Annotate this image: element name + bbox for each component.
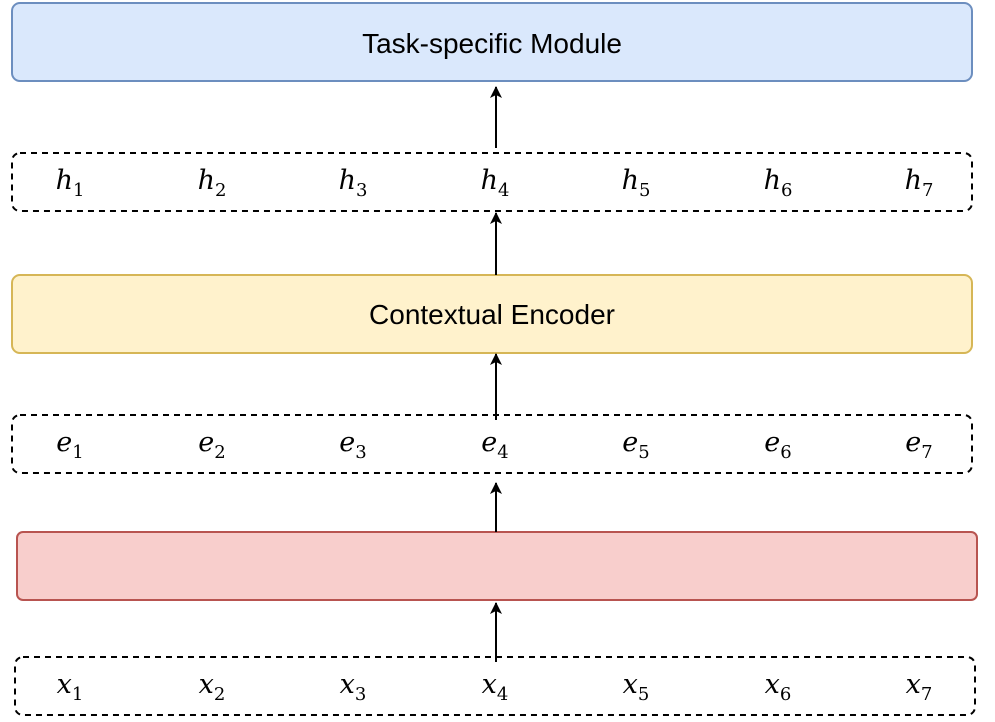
embedding-layer bbox=[16, 531, 978, 601]
hidden-token-1: h1 bbox=[56, 165, 85, 201]
input-token-subscript: 5 bbox=[638, 684, 649, 705]
hidden-token-variable: h bbox=[622, 165, 639, 196]
embedding-token-variable: e bbox=[622, 427, 638, 458]
input-token-subscript: 3 bbox=[355, 684, 366, 705]
embeddings-dashed-box bbox=[11, 414, 973, 474]
embedding-token-variable: e bbox=[56, 427, 72, 458]
input-token-3: x3 bbox=[340, 669, 367, 705]
input-token-6: x6 bbox=[765, 669, 792, 705]
hidden-token-subscript: 4 bbox=[498, 180, 509, 201]
input-token-2: x2 bbox=[199, 669, 226, 705]
hidden-token-2: h2 bbox=[198, 165, 227, 201]
input-token-variable: x bbox=[482, 669, 497, 700]
task-specific-module: Task-specific Module bbox=[11, 2, 973, 82]
input-token-subscript: 2 bbox=[214, 684, 225, 705]
hidden-token-variable: h bbox=[198, 165, 215, 196]
hidden-token-subscript: 1 bbox=[73, 180, 84, 201]
hidden-token-subscript: 3 bbox=[356, 180, 367, 201]
input-token-variable: x bbox=[199, 669, 214, 700]
input-token-subscript: 7 bbox=[921, 684, 932, 705]
hidden-token-variable: h bbox=[905, 165, 922, 196]
contextual-encoder: Contextual Encoder bbox=[11, 274, 973, 354]
embedding-token-variable: e bbox=[764, 427, 780, 458]
input-token-7: x7 bbox=[906, 669, 933, 705]
input-token-variable: x bbox=[623, 669, 638, 700]
embedding-token-subscript: 3 bbox=[355, 442, 366, 463]
hidden-token-variable: h bbox=[56, 165, 73, 196]
hidden-token-7: h7 bbox=[905, 165, 934, 201]
hidden-token-6: h6 bbox=[764, 165, 793, 201]
embedding-token-variable: e bbox=[339, 427, 355, 458]
input-token-subscript: 4 bbox=[497, 684, 508, 705]
embedding-token-subscript: 5 bbox=[638, 442, 649, 463]
input-token-variable: x bbox=[340, 669, 355, 700]
embedding-token-subscript: 7 bbox=[921, 442, 932, 463]
embedding-token-6: e6 bbox=[764, 427, 791, 463]
input-token-1: x1 bbox=[57, 669, 84, 705]
embedding-token-variable: e bbox=[481, 427, 497, 458]
embedding-token-1: e1 bbox=[56, 427, 83, 463]
contextual-encoder-label: Contextual Encoder bbox=[369, 299, 615, 330]
embedding-token-2: e2 bbox=[198, 427, 225, 463]
embedding-token-subscript: 6 bbox=[780, 442, 791, 463]
embedding-token-variable: e bbox=[905, 427, 921, 458]
input-tokens-dashed-box bbox=[14, 656, 976, 716]
hidden-token-5: h5 bbox=[622, 165, 651, 201]
input-token-variable: x bbox=[906, 669, 921, 700]
hidden-token-subscript: 2 bbox=[215, 180, 226, 201]
hidden-token-variable: h bbox=[339, 165, 356, 196]
embedding-token-4: e4 bbox=[481, 427, 508, 463]
embedding-layer-box bbox=[16, 531, 978, 601]
embedding-token-7: e7 bbox=[905, 427, 932, 463]
hidden-token-3: h3 bbox=[339, 165, 368, 201]
embedding-token-3: e3 bbox=[339, 427, 366, 463]
embedding-token-subscript: 2 bbox=[214, 442, 225, 463]
hidden-token-subscript: 6 bbox=[781, 180, 792, 201]
hidden-token-4: h4 bbox=[481, 165, 510, 201]
task-specific-module-box bbox=[11, 2, 973, 82]
input-token-subscript: 6 bbox=[780, 684, 791, 705]
input-token-4: x4 bbox=[482, 669, 509, 705]
hidden-token-subscript: 5 bbox=[639, 180, 650, 201]
embedding-token-subscript: 1 bbox=[72, 442, 83, 463]
hidden-token-variable: h bbox=[481, 165, 498, 196]
embedding-token-variable: e bbox=[198, 427, 214, 458]
task-specific-module-label: Task-specific Module bbox=[362, 28, 622, 59]
hidden-states-dashed-box bbox=[11, 152, 973, 212]
hidden-token-variable: h bbox=[764, 165, 781, 196]
embedding-token-subscript: 4 bbox=[497, 442, 508, 463]
input-token-variable: x bbox=[57, 669, 72, 700]
input-token-subscript: 1 bbox=[72, 684, 83, 705]
embedding-token-5: e5 bbox=[622, 427, 649, 463]
hidden-token-subscript: 7 bbox=[922, 180, 933, 201]
input-token-5: x5 bbox=[623, 669, 650, 705]
input-token-variable: x bbox=[765, 669, 780, 700]
